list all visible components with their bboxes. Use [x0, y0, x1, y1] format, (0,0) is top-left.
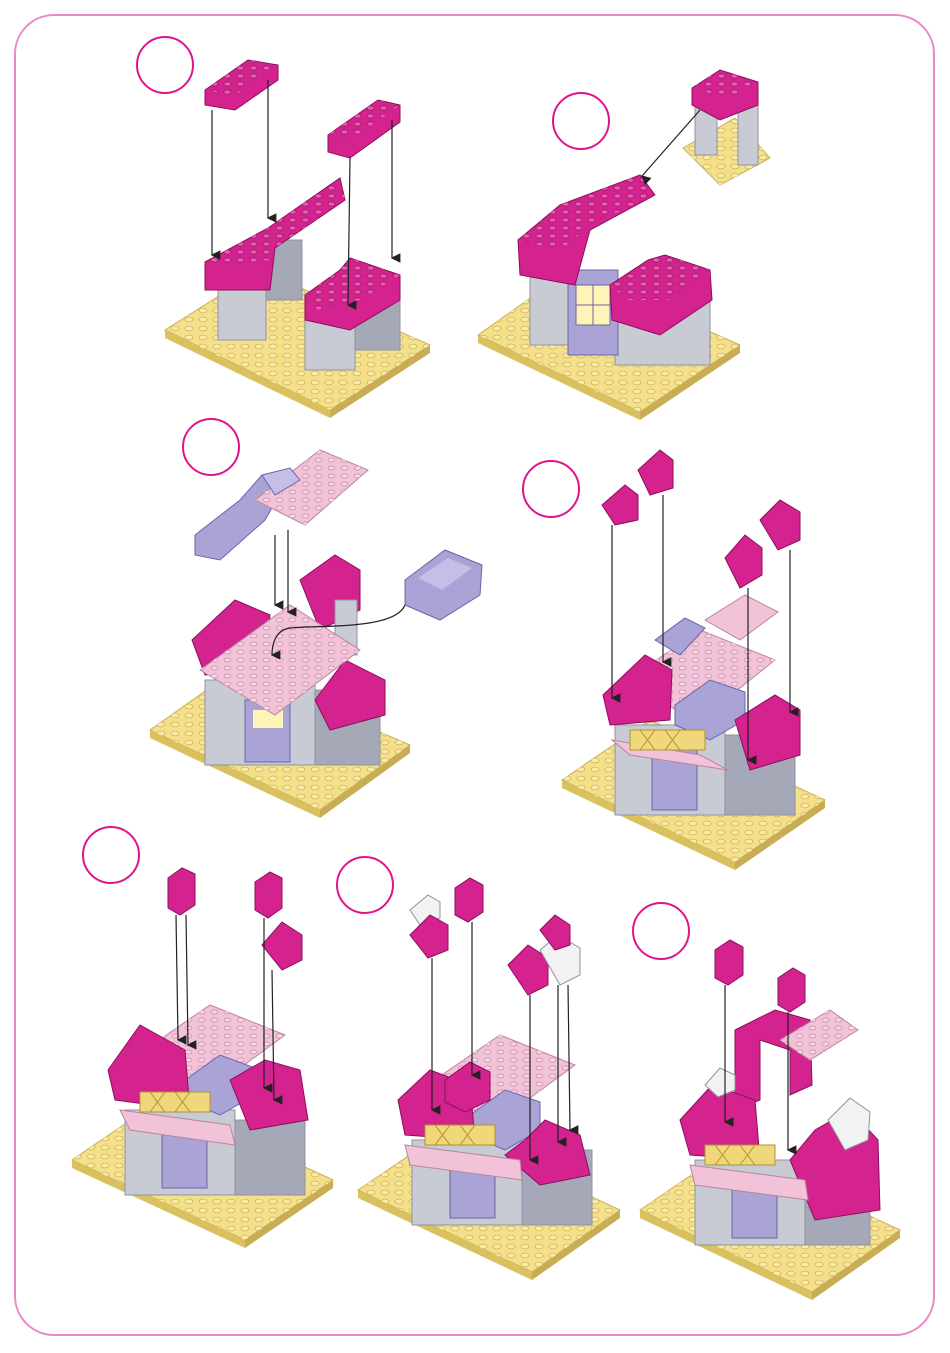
magenta-slope — [540, 915, 570, 950]
arrow — [568, 985, 570, 1130]
magenta-slope — [602, 485, 638, 525]
magenta-arch — [735, 1010, 812, 1110]
magenta-slope — [262, 922, 302, 970]
arrow — [176, 915, 178, 1040]
magenta-brick — [603, 655, 672, 725]
step-7-illustration — [640, 940, 900, 1300]
step-4-illustration — [562, 450, 825, 870]
magenta-brick — [255, 872, 282, 918]
step-3-illustration — [150, 450, 482, 818]
fence — [705, 1145, 775, 1165]
fence — [140, 1092, 210, 1112]
magenta-brick — [168, 868, 195, 915]
magenta-slope — [410, 915, 448, 958]
step-5-illustration — [72, 868, 333, 1248]
magenta-slope — [725, 535, 762, 588]
magenta-brick — [455, 878, 483, 922]
step-6-illustration — [358, 878, 620, 1280]
fence — [425, 1125, 495, 1145]
magenta-slope — [760, 500, 800, 550]
magenta-brick — [715, 940, 743, 985]
magenta-slope — [638, 450, 673, 495]
step-1-illustration — [165, 60, 430, 418]
magenta-brick — [778, 968, 805, 1012]
step-2-illustration — [478, 70, 770, 420]
